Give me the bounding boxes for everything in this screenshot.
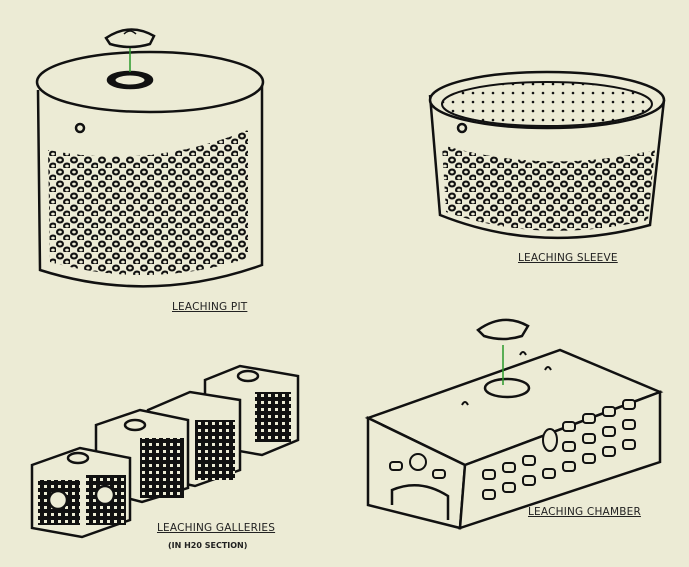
leaching-pit-label: LEACHING PIT — [172, 301, 248, 313]
leaching-galleries-note: (IN H20 SECTION) — [168, 541, 248, 550]
leaching-sleeve-label: LEACHING SLEEVE — [518, 252, 618, 264]
leaching-chamber-drawing — [364, 318, 664, 530]
leaching-galleries-drawing — [30, 364, 300, 539]
leaching-galleries-label: LEACHING GALLERIES — [157, 522, 276, 534]
leaching-sleeve-drawing — [428, 70, 666, 240]
leaching-pit-drawing — [35, 28, 265, 288]
leaching-chamber-label: LEACHING CHAMBER — [528, 506, 641, 518]
